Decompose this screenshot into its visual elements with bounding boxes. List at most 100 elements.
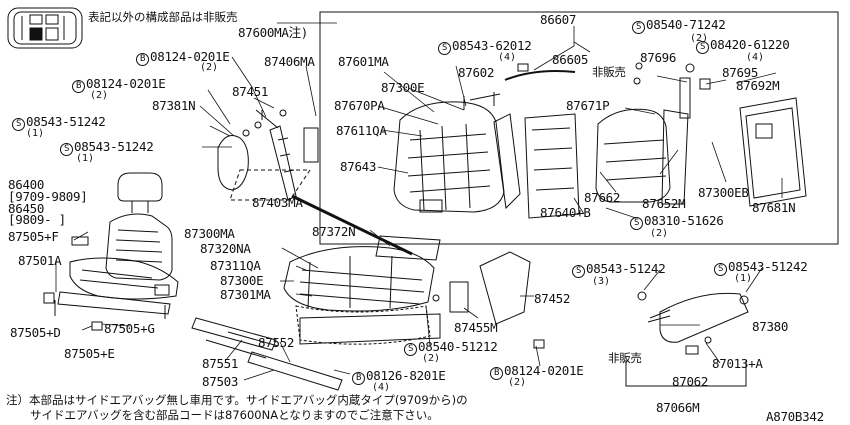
seat-back-assembly-frame — [319, 11, 839, 245]
b-bolt-icon: B — [72, 80, 85, 93]
label-87671p: 87671P — [566, 98, 610, 113]
seat-cushion-drawing — [283, 235, 441, 345]
label-87692m: 87692M — [736, 78, 780, 93]
qty-08126-8201e: (4) — [372, 382, 391, 393]
label-87505e: 87505+E — [64, 346, 115, 361]
s-bolt-icon: S — [404, 343, 417, 356]
s-bolt-icon: S — [572, 265, 585, 278]
leader-lines — [55, 22, 783, 381]
label-87681n: 87681N — [752, 200, 796, 215]
seat-rails-drawing — [191, 317, 343, 391]
label-87372n: 87372N — [312, 224, 356, 239]
label-87300eb: 87300EB — [698, 185, 749, 200]
label-87380: 87380 — [752, 319, 789, 334]
qty-08540-51212: (2) — [422, 353, 441, 364]
qty-08540-71242: (2) — [690, 33, 709, 44]
label-87406ma: 87406MA — [264, 54, 315, 69]
diagram-code: A870B342 — [766, 409, 824, 424]
s-bolt-icon: S — [632, 21, 645, 34]
label-87662: 87662 — [584, 190, 621, 205]
b-bolt-icon: B — [352, 372, 365, 385]
s-bolt-icon: S — [696, 41, 709, 54]
label-86450: 86450 — [8, 201, 45, 216]
qty-08543-62012: (4) — [498, 52, 517, 63]
label-87611qa: 87611QA — [336, 123, 387, 138]
qty-08543-51242-c: (3) — [592, 276, 611, 287]
label-87451: 87451 — [232, 84, 269, 99]
label-9709-9809: [9709-9809] — [8, 189, 88, 204]
label-87551: 87551 — [202, 356, 239, 371]
seat-back-cover-drawing — [595, 62, 711, 205]
label-87300e-a: 87300E — [381, 80, 425, 95]
qty-08543-51242-b: (1) — [76, 153, 95, 164]
label-87381n: 87381N — [152, 98, 196, 113]
s-bolt-icon: S — [60, 143, 73, 156]
header-note: 表記以外の構成部品は非販売 — [88, 10, 238, 24]
label-87066m: 87066M — [656, 400, 700, 415]
label-87300e-b: 87300E — [220, 273, 264, 288]
side-cover-drawing — [625, 291, 749, 387]
s-bolt-icon: S — [12, 118, 25, 131]
qty-08543-51242-d: (1) — [734, 273, 753, 284]
label-87311qa: 87311QA — [210, 258, 261, 273]
side-panel-drawing — [739, 97, 807, 207]
label-hihanbai-top: 非販売 — [592, 65, 626, 79]
label-87652m: 87652M — [642, 196, 686, 211]
label-87013a: 87013+A — [712, 356, 763, 371]
recliner-parts-left — [217, 109, 413, 256]
car-locator-icon — [7, 7, 83, 49]
footnote-line-2: サイドエアバッグを含む部品コードは87600NAとなりますのでご注意下さい。 — [30, 408, 439, 422]
label-87643: 87643 — [340, 159, 377, 174]
label-87696: 87696 — [640, 50, 677, 65]
qty-08124-0201e-c: (2) — [508, 377, 527, 388]
label-87602: 87602 — [458, 65, 495, 80]
headrest-drawing — [117, 172, 163, 213]
label-87670pa: 87670PA — [334, 98, 385, 113]
label-87505g: 87505+G — [104, 321, 155, 336]
label-87403ma: 87403MA — [252, 195, 303, 210]
qty-08124-0201e-a: (2) — [200, 62, 219, 73]
label-87062: 87062 — [672, 374, 709, 389]
small-seat-drawing — [43, 213, 179, 331]
b-bolt-icon: B — [136, 53, 149, 66]
label-9809: [9809- ] — [8, 212, 66, 227]
label-87505f: 87505+F — [8, 229, 59, 244]
seat-back-frame-drawing — [504, 63, 580, 219]
label-87301ma: 87301MA — [220, 287, 271, 302]
s-bolt-icon: S — [438, 42, 451, 55]
label-87505d: 87505+D — [10, 325, 61, 340]
b-bolt-icon: B — [490, 367, 503, 380]
label-86605: 86605 — [552, 52, 589, 67]
label-87501a: 87501A — [18, 253, 62, 268]
s-bolt-icon: S — [714, 263, 727, 276]
label-86400: 86400 — [8, 177, 45, 192]
label-87300ma: 87300MA — [184, 226, 235, 241]
recliner-right-drawing — [432, 251, 545, 349]
label-87503: 87503 — [202, 374, 239, 389]
label-87320na: 87320NA — [200, 241, 251, 256]
seat-back-drawing — [393, 92, 521, 213]
qty-08310-51626: (2) — [650, 228, 669, 239]
qty-08543-51242-a: (1) — [26, 128, 45, 139]
label-87601ma: 87601MA — [338, 54, 389, 69]
s-bolt-icon: S — [630, 217, 643, 230]
label-87455m: 87455M — [454, 320, 498, 335]
qty-08420-61220: (4) — [746, 52, 765, 63]
label-87695: 87695 — [722, 65, 759, 80]
qty-08124-0201e-b: (2) — [90, 90, 109, 101]
